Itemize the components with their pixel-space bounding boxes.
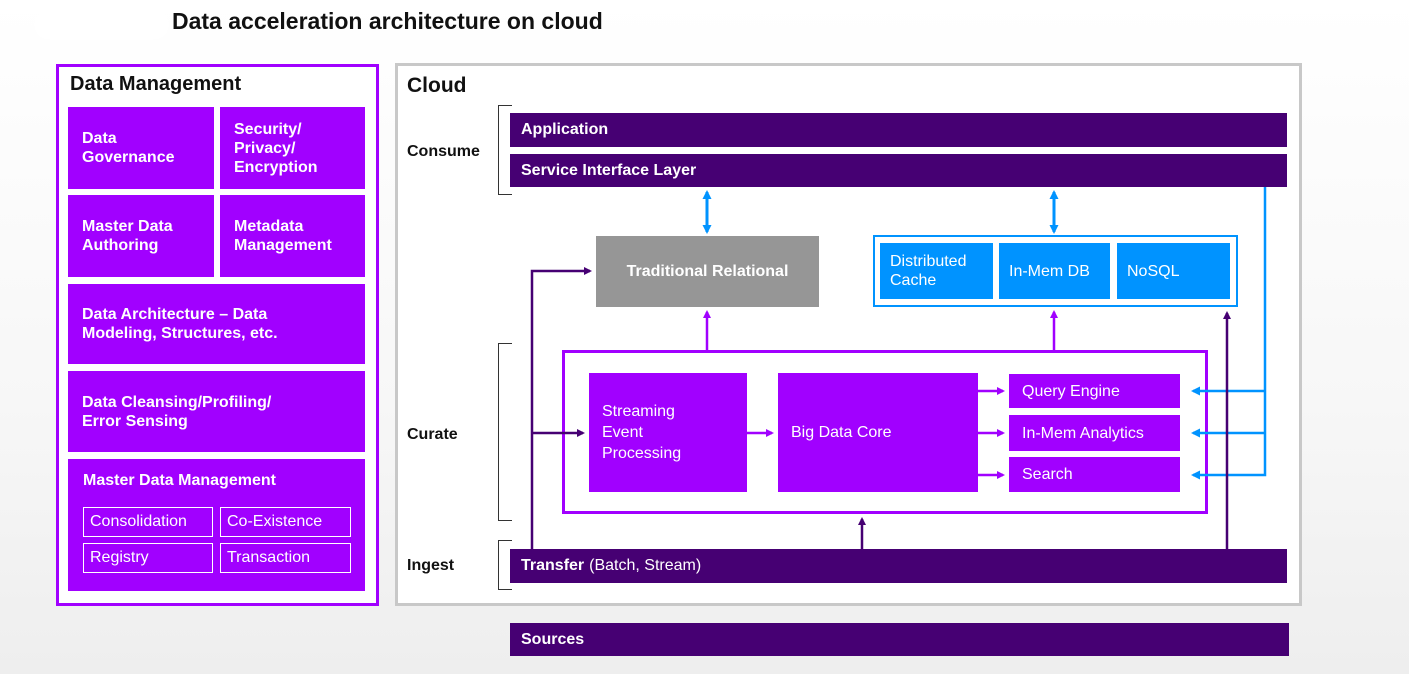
data-architecture-box: Data Architecture – Data Modeling, Struc… xyxy=(68,284,365,364)
purple-up-arrows xyxy=(703,310,1058,350)
mdm-item-transaction: Transaction xyxy=(220,543,351,573)
sources-bar: Sources xyxy=(510,623,1289,656)
curate-bracket xyxy=(498,343,512,521)
stage-consume: Consume xyxy=(407,143,480,160)
page-title: Data acceleration architecture on cloud xyxy=(172,8,603,34)
big-data-core-label: Big Data Core xyxy=(791,424,892,441)
mdm-item-registry: Registry xyxy=(83,543,213,573)
in-mem-analytics-label: In-Mem Analytics xyxy=(1022,424,1144,442)
security-box: Security/ Privacy/ Encryption xyxy=(220,107,365,189)
search-box: Search xyxy=(1009,457,1180,492)
big-data-core-box: Big Data Core xyxy=(778,373,978,492)
stage-ingest: Ingest xyxy=(407,557,455,574)
data-governance-box: Data Governance xyxy=(68,107,214,189)
mdm-box xyxy=(68,459,365,591)
transfer-label: Transfer xyxy=(521,557,585,574)
metadata-management-box: Metadata Management xyxy=(220,195,365,277)
query-engine-box: Query Engine xyxy=(1009,374,1180,408)
ingest-bracket xyxy=(498,540,512,590)
distributed-cache-box: Distributed Cache xyxy=(880,243,993,299)
data-governance-label: Data Governance xyxy=(82,130,175,166)
security-label: Security/ Privacy/ Encryption xyxy=(234,120,318,176)
in-mem-db-box: In-Mem DB xyxy=(999,243,1110,299)
blue-service-feed-lines xyxy=(1191,187,1267,480)
search-label: Search xyxy=(1022,466,1073,483)
in-mem-db-label: In-Mem DB xyxy=(1009,262,1090,280)
transfer-bar: Transfer (Batch, Stream) xyxy=(510,549,1287,583)
streaming-event-processing-box: Streaming Event Processing xyxy=(589,373,747,492)
transfer-detail: (Batch, Stream) xyxy=(589,557,702,574)
ingest-feed-lines xyxy=(530,267,1231,549)
mdm-item-consolidation: Consolidation xyxy=(83,507,213,537)
mdm-item-co-existence: Co-Existence xyxy=(220,507,351,537)
nosql-label: NoSQL xyxy=(1127,262,1180,280)
master-data-authoring-label: Master Data Authoring xyxy=(82,218,173,254)
distributed-cache-label: Distributed Cache xyxy=(890,253,967,289)
blue-bidirectional-arrows xyxy=(702,190,1059,234)
traditional-relational-box: Traditional Relational xyxy=(596,236,819,307)
stage-curate: Curate xyxy=(407,426,458,443)
data-management-title: Data Management xyxy=(70,73,242,95)
in-mem-analytics-box: In-Mem Analytics xyxy=(1009,415,1180,451)
data-cleansing-box: Data Cleansing/Profiling/ Error Sensing xyxy=(68,371,365,452)
query-engine-label: Query Engine xyxy=(1022,382,1120,400)
streaming-event-processing-label: Streaming Event Processing xyxy=(602,403,682,462)
data-architecture-label: Data Architecture – Data Modeling, Struc… xyxy=(82,306,278,342)
data-cleansing-label: Data Cleansing/Profiling/ Error Sensing xyxy=(82,393,272,430)
service-interface-bar: Service Interface Layer xyxy=(510,154,1287,187)
purple-flow-arrows xyxy=(747,387,1005,479)
metadata-management-label: Metadata Management xyxy=(234,218,332,254)
nosql-box: NoSQL xyxy=(1117,243,1230,299)
application-bar: Application xyxy=(510,113,1287,147)
consume-bracket xyxy=(498,105,512,195)
cloud-title: Cloud xyxy=(407,74,467,97)
cloud-panel xyxy=(395,63,1302,606)
mdm-title: Master Data Management xyxy=(83,472,276,489)
redacted-logo xyxy=(34,10,169,40)
master-data-authoring-box: Master Data Authoring xyxy=(68,195,214,277)
